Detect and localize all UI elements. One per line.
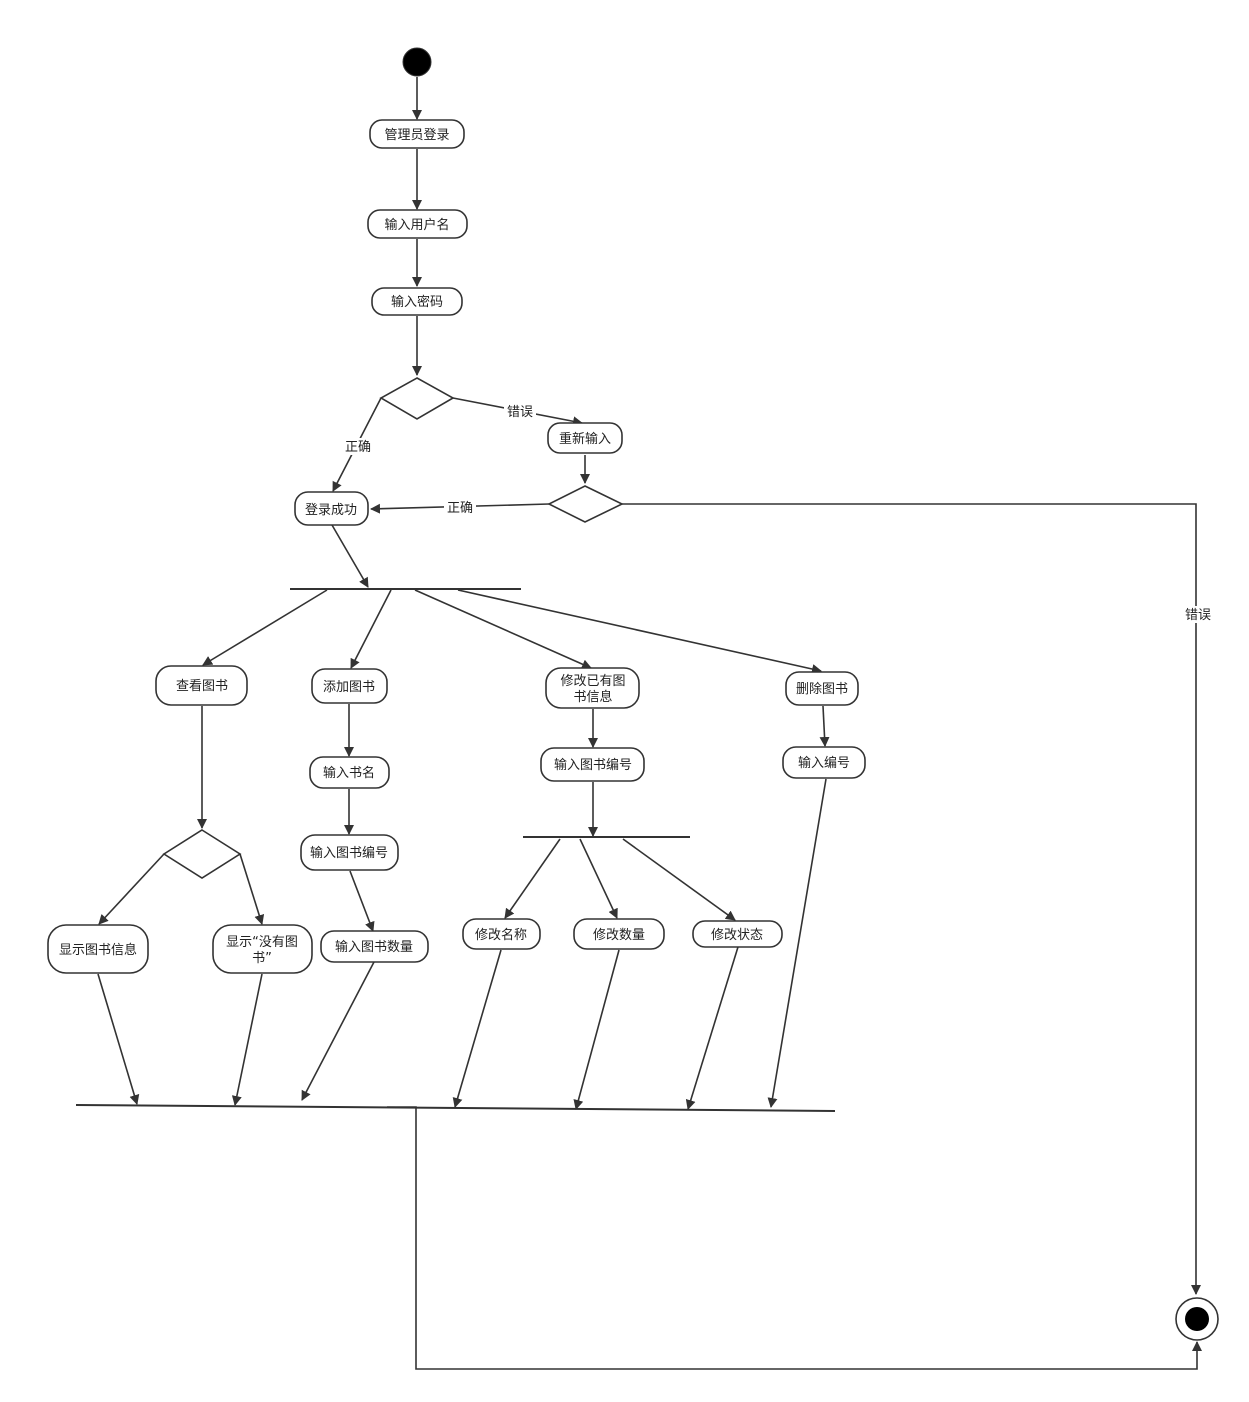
node-modify-qty: 修改数量 bbox=[573, 918, 665, 950]
node-enter-book-qty: 输入图书数量 bbox=[320, 930, 429, 963]
node-label: 输入图书数量 bbox=[335, 939, 413, 955]
node-enter-username: 输入用户名 bbox=[367, 209, 468, 239]
node-enter-id-delete: 输入编号 bbox=[782, 746, 866, 779]
edge-id-to-qty bbox=[349, 870, 375, 932]
edge-label-correct-1: 正确 bbox=[345, 440, 371, 455]
edge-fork2-to-name bbox=[504, 838, 561, 919]
node-label-line1: 显示“没有图 bbox=[226, 935, 298, 950]
node-label: 修改名称 bbox=[475, 927, 527, 943]
decision-login-check bbox=[379, 377, 455, 420]
edge-decision2-wrong bbox=[622, 503, 1201, 1295]
node-view-books: 查看图书 bbox=[155, 665, 248, 706]
edge-delete-to-id bbox=[819, 705, 830, 747]
node-label: 查看图书 bbox=[176, 678, 228, 694]
edge-fork-to-modify bbox=[414, 589, 592, 669]
edges bbox=[97, 77, 1202, 1370]
node-label: 删除图书 bbox=[796, 682, 848, 697]
node-label: 修改状态 bbox=[711, 928, 763, 943]
node-label: 输入编号 bbox=[798, 755, 850, 771]
edge-delid-to-join bbox=[767, 778, 827, 1108]
node-label: 管理员登录 bbox=[384, 128, 449, 143]
node-admin-login: 管理员登录 bbox=[369, 119, 465, 149]
node-label: 输入用户名 bbox=[384, 217, 449, 233]
node-label: 输入书名 bbox=[323, 765, 375, 781]
edge-decision-to-show-info bbox=[98, 853, 165, 925]
edge-mqty-to-join bbox=[573, 949, 620, 1110]
join-bar bbox=[75, 1104, 836, 1112]
node-label: 显示图书信息 bbox=[59, 942, 137, 958]
node-show-no-book: 显示“没有图 书” bbox=[212, 924, 313, 974]
node-login-success: 登录成功 bbox=[294, 491, 369, 526]
edge-qty-to-join bbox=[301, 961, 375, 1101]
node-modify-book: 修改已有图 书信息 bbox=[545, 667, 640, 709]
edge-label-correct-2: 正确 bbox=[447, 501, 473, 516]
node-label: 修改数量 bbox=[593, 928, 645, 943]
edge-show-info-to-join bbox=[97, 973, 140, 1105]
node-enter-book-id-add: 输入图书编号 bbox=[300, 834, 399, 871]
node-label: 输入密码 bbox=[391, 294, 443, 310]
node-enter-book-name: 输入书名 bbox=[309, 756, 390, 789]
node-label: 重新输入 bbox=[559, 431, 611, 447]
decision-has-book bbox=[162, 829, 242, 879]
edge-fork-to-add bbox=[350, 589, 392, 669]
node-modify-name: 修改名称 bbox=[462, 918, 541, 950]
decisions bbox=[162, 377, 624, 879]
node-show-book-info: 显示图书信息 bbox=[47, 924, 149, 974]
bars bbox=[75, 588, 836, 1112]
node-enter-password: 输入密码 bbox=[371, 287, 463, 316]
node-modify-status: 修改状态 bbox=[692, 920, 783, 948]
edge-decision-to-show-none bbox=[239, 853, 265, 925]
edge-labels: 错误 正确 正确 错误 bbox=[342, 403, 1214, 623]
end-node bbox=[1175, 1297, 1219, 1341]
node-add-book: 添加图书 bbox=[311, 668, 388, 704]
edge-fork2-to-qty bbox=[579, 838, 618, 919]
edge-label-wrong-1: 错误 bbox=[507, 405, 533, 420]
node-label: 输入图书编号 bbox=[554, 757, 632, 773]
start-node bbox=[402, 47, 432, 77]
node-reenter: 重新输入 bbox=[547, 422, 623, 454]
edge-fork-to-view bbox=[202, 589, 328, 666]
edge-show-none-to-join bbox=[231, 973, 263, 1106]
edge-fork2-to-status bbox=[622, 838, 736, 921]
node-label-line2: 书” bbox=[252, 951, 272, 966]
decision-reenter-check bbox=[547, 485, 624, 523]
node-label: 登录成功 bbox=[305, 503, 357, 518]
node-enter-book-id-modify: 输入图书编号 bbox=[540, 747, 645, 782]
edge-mname-to-join bbox=[452, 949, 502, 1108]
node-label-line1: 修改已有图 bbox=[560, 674, 625, 689]
node-label-line2: 书信息 bbox=[573, 689, 612, 705]
node-delete-book: 删除图书 bbox=[785, 671, 859, 706]
node-label: 添加图书 bbox=[323, 680, 375, 695]
edge-mstatus-to-join bbox=[685, 946, 739, 1110]
edge-fork-to-delete bbox=[457, 589, 822, 674]
node-label: 输入图书编号 bbox=[310, 845, 388, 861]
edge-success-to-fork bbox=[331, 524, 369, 588]
edge-join-to-end bbox=[387, 1106, 1202, 1370]
edge-label-wrong-2: 错误 bbox=[1185, 608, 1211, 623]
